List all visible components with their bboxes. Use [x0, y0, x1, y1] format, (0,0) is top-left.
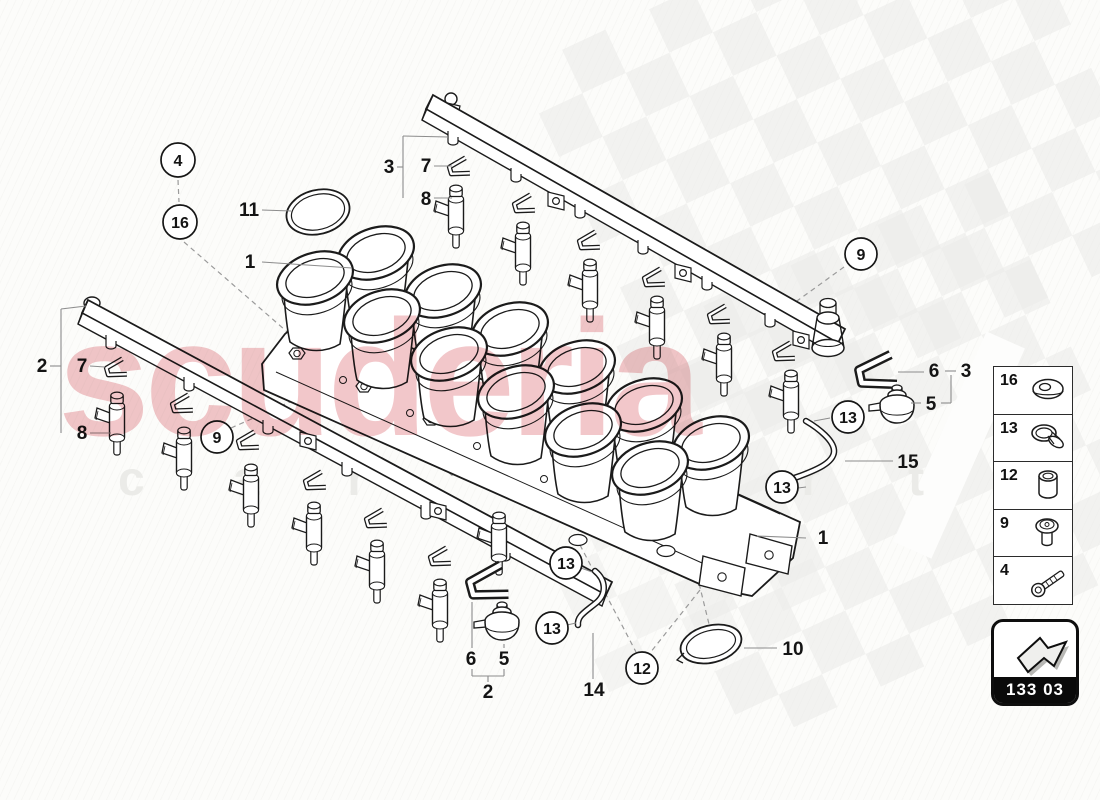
page-code-badge[interactable]: 133 03 — [991, 619, 1079, 706]
svg-text:16: 16 — [171, 215, 189, 232]
callout-9-left[interactable]: 9 — [200, 420, 234, 454]
label-8: 8 — [421, 189, 432, 210]
callout-16[interactable]: 16 — [162, 204, 198, 240]
callout-12[interactable]: 12 — [625, 651, 659, 685]
label-7: 7 — [77, 356, 88, 377]
callout-13-d[interactable]: 13 — [535, 611, 569, 645]
label-7: 7 — [421, 156, 432, 177]
label-6: 6 — [929, 361, 940, 382]
bracket-clip-6-right — [857, 355, 897, 392]
label-5: 5 — [499, 649, 510, 670]
pan-head-screw-icon — [1035, 517, 1059, 546]
svg-text:9: 9 — [857, 247, 866, 264]
legend-num: 4 — [1000, 562, 1009, 579]
legend-row-12: 12 — [994, 462, 1072, 510]
leader-lines — [50, 135, 956, 682]
pressure-regulator-5-bottom — [473, 601, 520, 641]
label-15: 15 — [897, 452, 919, 473]
label-1: 1 — [245, 252, 256, 273]
legend-num: 9 — [1000, 514, 1009, 532]
label-2: 2 — [483, 682, 494, 703]
bushing-icon — [1038, 470, 1058, 499]
washer-icon — [1032, 378, 1064, 400]
svg-text:13: 13 — [773, 480, 791, 497]
svg-text:13: 13 — [557, 556, 575, 573]
hose-14 — [574, 567, 607, 629]
fuel-rail-left — [77, 296, 614, 608]
page-code: 133 03 — [994, 677, 1076, 703]
label-6: 6 — [466, 649, 477, 670]
callout-13-c[interactable]: 13 — [549, 546, 583, 580]
label-3: 3 — [384, 157, 395, 178]
callout-13-a[interactable]: 13 — [831, 400, 865, 434]
callout-13-b[interactable]: 13 — [765, 470, 799, 504]
label-1: 1 — [818, 528, 829, 549]
label-8: 8 — [77, 423, 88, 444]
svg-text:12: 12 — [633, 661, 651, 678]
legend-row-13: 13 — [994, 415, 1072, 462]
callout-4[interactable]: 4 — [160, 142, 196, 178]
bolt-icon — [1031, 570, 1065, 598]
svg-text:9: 9 — [213, 430, 222, 447]
svg-text:4: 4 — [174, 153, 183, 170]
svg-text:13: 13 — [543, 621, 561, 638]
label-3: 3 — [961, 361, 972, 382]
legend-num: 12 — [1000, 467, 1018, 484]
hose-clamp-icon — [1031, 423, 1064, 448]
legend-row-16: 16 — [994, 367, 1072, 415]
legend-num: 16 — [1000, 372, 1018, 389]
seal-ring-11 — [285, 188, 351, 236]
legend-row-4: 4 — [994, 557, 1072, 604]
legend-row-9: 9 — [994, 510, 1072, 557]
callout-9-right[interactable]: 9 — [844, 237, 878, 271]
legend-table: 16 13 12 9 — [993, 366, 1073, 605]
legend-num: 13 — [1000, 419, 1018, 437]
fuel-pressure-damper — [811, 297, 845, 358]
label-11: 11 — [239, 200, 260, 221]
pressure-regulator-5-right — [868, 384, 915, 424]
label-10: 10 — [782, 639, 803, 660]
back-arrow-icon — [1016, 636, 1069, 676]
svg-text:13: 13 — [839, 410, 857, 427]
label-2: 2 — [37, 356, 48, 377]
label-5: 5 — [926, 394, 937, 415]
gasket-10 — [675, 623, 743, 665]
label-14: 14 — [583, 680, 605, 701]
